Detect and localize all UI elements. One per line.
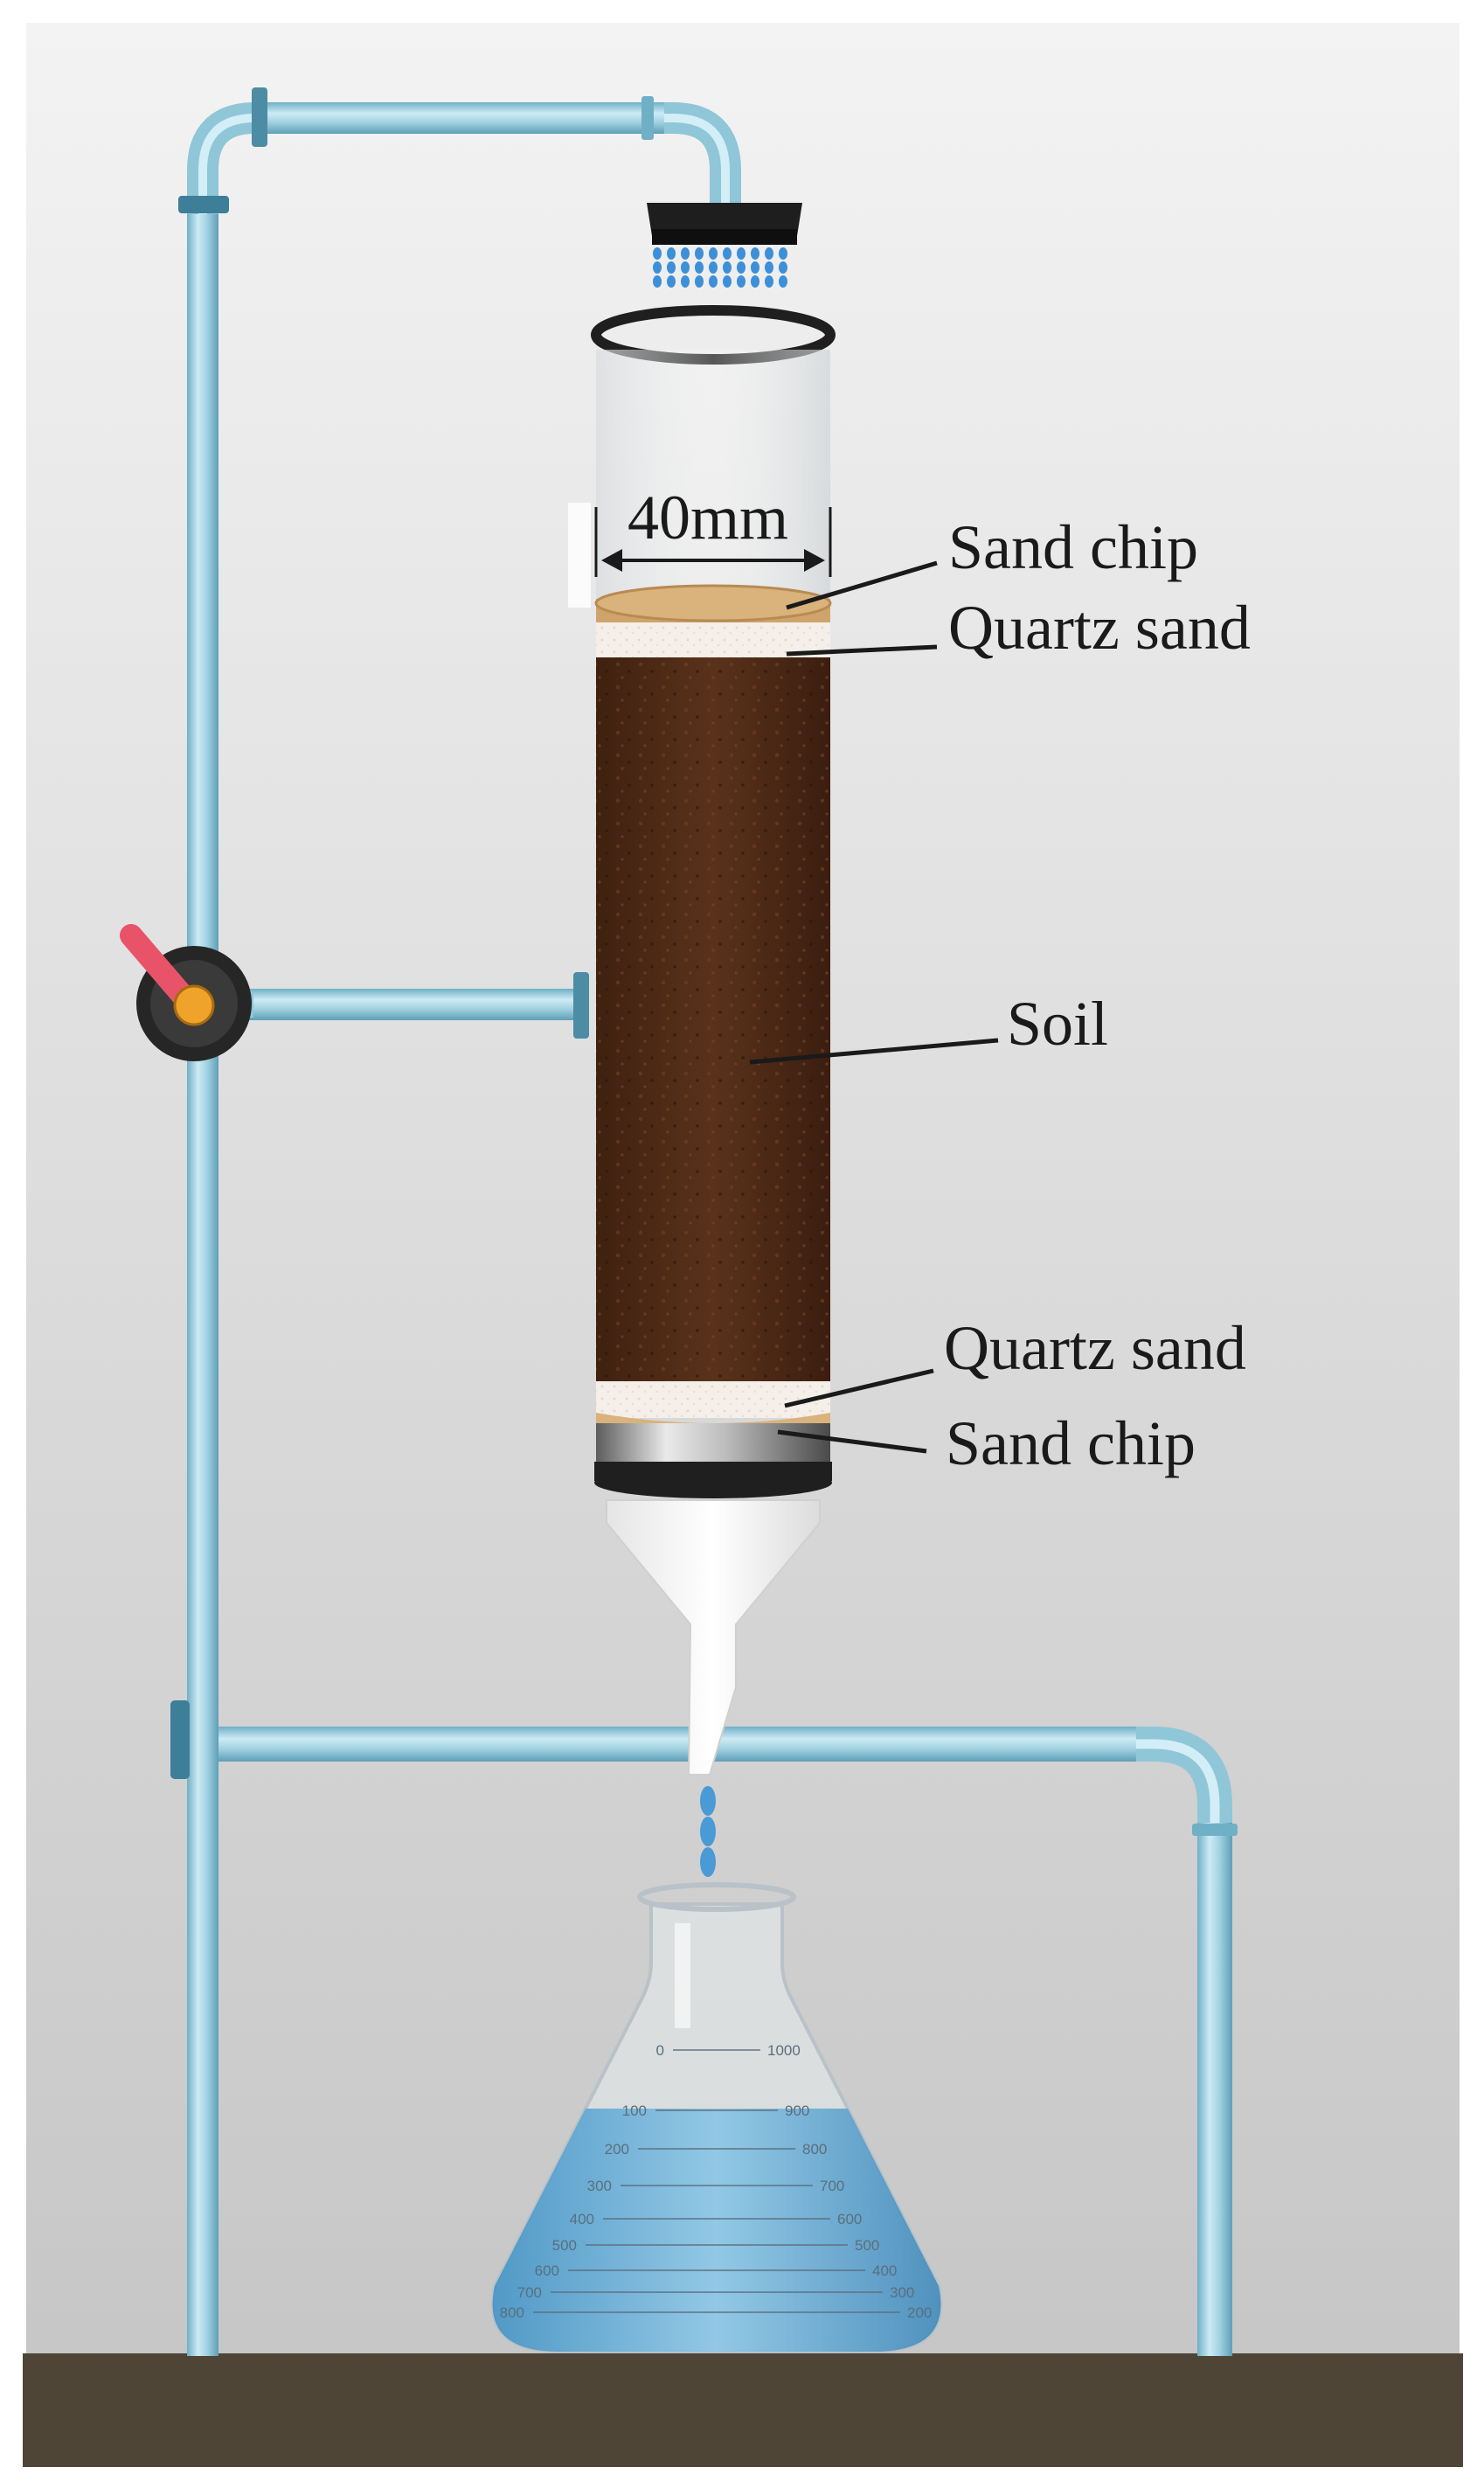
water-drips bbox=[700, 1786, 716, 1877]
spray-drop-icon bbox=[779, 247, 787, 260]
flask-mark-right: 600 bbox=[837, 2211, 862, 2227]
spray-drop-icon bbox=[681, 247, 690, 260]
spray-drop-icon bbox=[723, 261, 732, 274]
spray-drop-icon bbox=[737, 275, 745, 288]
spray-head bbox=[647, 203, 802, 288]
flask-mark-left: 0 bbox=[656, 2042, 664, 2059]
flask-mark-left: 800 bbox=[500, 2304, 524, 2321]
flask-mark-right: 300 bbox=[890, 2284, 914, 2301]
flask-mark-left: 200 bbox=[605, 2141, 629, 2158]
valve bbox=[120, 924, 253, 1061]
layer-labels: Sand chip Quartz sand Soil Quartz sand S… bbox=[749, 512, 1251, 1478]
spray-drop-icon bbox=[667, 261, 676, 274]
spray-drop-icon bbox=[751, 275, 759, 288]
flask-mark-left: 100 bbox=[622, 2102, 647, 2119]
flask-mark-left: 600 bbox=[535, 2262, 559, 2279]
sand-chip-top-label: Sand chip bbox=[948, 512, 1198, 582]
spray-drop-icon bbox=[667, 275, 676, 288]
soil-label: Soil bbox=[1007, 989, 1108, 1059]
spray-drop-icon bbox=[779, 261, 787, 274]
flask-mark-right: 700 bbox=[820, 2178, 844, 2194]
spray-drop-icon bbox=[653, 261, 662, 274]
flask-mark-left: 500 bbox=[552, 2237, 577, 2254]
pipe-network bbox=[170, 87, 1238, 2356]
spray-drop-icon bbox=[653, 275, 662, 288]
spray-drop-icon bbox=[751, 261, 759, 274]
flask-mark-right: 1000 bbox=[767, 2042, 801, 2059]
spray-drop-icon bbox=[695, 275, 704, 288]
funnel bbox=[606, 1499, 821, 1776]
spray-drop-icon bbox=[667, 247, 676, 260]
flask-mark-left: 300 bbox=[587, 2178, 612, 2194]
spray-drop-icon bbox=[765, 275, 773, 288]
flask-mark-right: 900 bbox=[785, 2102, 809, 2119]
spray-drop-icon bbox=[751, 247, 759, 260]
sand-chip-top-layer bbox=[594, 584, 832, 622]
diameter-label: 40mm bbox=[628, 483, 788, 553]
spray-drop-icon bbox=[723, 275, 732, 288]
spray-drop-icon bbox=[681, 275, 690, 288]
quartz-sand-top-label: Quartz sand bbox=[948, 593, 1251, 663]
spray-drop-icon bbox=[737, 247, 745, 260]
flask-mark-left: 700 bbox=[517, 2284, 542, 2301]
spray-drop-icon bbox=[723, 247, 732, 260]
erlenmeyer-flask: 0 1000 100 900 200 800 300 700 400 600 500 500 600 40… bbox=[490, 1882, 943, 2353]
ground-base bbox=[23, 2353, 1463, 2467]
spray-drop-icon bbox=[737, 261, 745, 274]
spray-drop-icon bbox=[653, 247, 662, 260]
flask-mark-right: 500 bbox=[855, 2237, 879, 2254]
flask-mark-right: 800 bbox=[802, 2141, 827, 2158]
flask-mark-right: 400 bbox=[872, 2262, 897, 2279]
spray-drop-icon bbox=[709, 261, 718, 274]
diameter-dimension: 40mm bbox=[594, 483, 832, 577]
spray-drop-icon bbox=[765, 247, 773, 260]
spray-drop-icon bbox=[681, 261, 690, 274]
spray-drop-icon bbox=[709, 275, 718, 288]
soil-column bbox=[568, 305, 836, 1498]
sand-chip-bottom-label: Sand chip bbox=[946, 1408, 1196, 1478]
spray-drop-icon bbox=[695, 247, 704, 260]
spray-drop-icon bbox=[765, 261, 773, 274]
spray-drop-icon bbox=[709, 247, 718, 260]
spray-drop-icon bbox=[779, 275, 787, 288]
flask-mark-right: 200 bbox=[907, 2304, 932, 2321]
spray-drop-icon bbox=[695, 261, 704, 274]
flask-mark-left: 400 bbox=[570, 2211, 594, 2227]
quartz-sand-bottom-label: Quartz sand bbox=[944, 1313, 1246, 1383]
